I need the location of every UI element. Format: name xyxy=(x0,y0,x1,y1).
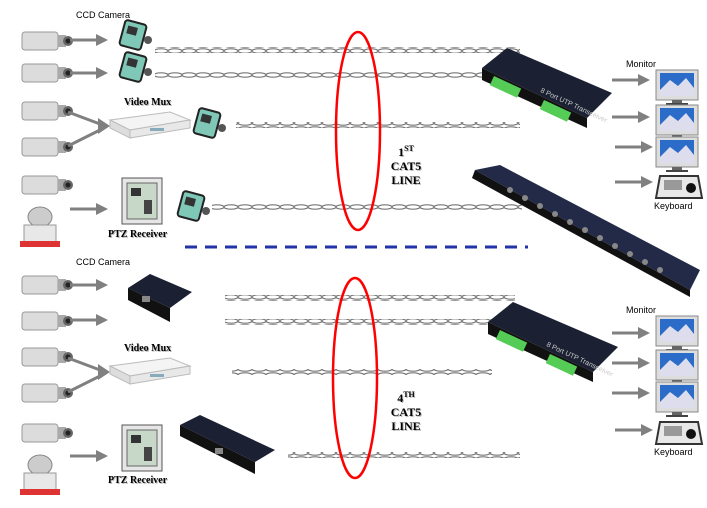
arrow-head xyxy=(98,118,110,134)
ptz-receiver-label: PTZ Receiver xyxy=(108,475,168,486)
ccd-camera-label: CCD Camera xyxy=(76,257,131,267)
ptz-receiver-icon xyxy=(121,177,163,225)
cat5-highlight-ellipse xyxy=(331,276,379,480)
monitor-icon xyxy=(655,69,699,106)
arrow-icon xyxy=(68,312,110,328)
ccd-camera-label: CCD Camera xyxy=(76,10,131,20)
arrow-icon xyxy=(68,201,110,217)
keyboard-label: Keyboard xyxy=(654,201,693,211)
video-mux-icon xyxy=(109,111,191,139)
arrow-icon xyxy=(68,65,110,81)
arrow-icon xyxy=(613,174,655,190)
ptz-receiver-icon xyxy=(121,424,163,472)
ccd-camera-icon xyxy=(21,175,74,195)
arrow-icon xyxy=(610,72,652,88)
arrow-line xyxy=(67,374,101,394)
ptz-receiver-label: PTZ Receiver xyxy=(108,229,168,240)
top-cameras xyxy=(19,31,74,248)
video-mux-label: Video Mux xyxy=(124,343,172,354)
monitor-icon xyxy=(655,104,699,141)
monitor-icon xyxy=(655,381,699,418)
monitor-icon xyxy=(655,349,699,386)
rack-transceiver-icon xyxy=(472,165,700,297)
arrow-head xyxy=(98,364,110,380)
monitor-icon xyxy=(655,136,699,173)
arrow-icon xyxy=(610,325,652,341)
ccd-camera-icon xyxy=(21,31,74,51)
passive-hub-icon xyxy=(180,415,275,474)
arrow-icon xyxy=(68,448,110,464)
keyboard-icon xyxy=(655,421,703,445)
monitor-icon xyxy=(655,315,699,352)
line-name: CAT5 xyxy=(390,159,422,173)
keyboard-label: Keyboard xyxy=(654,447,693,457)
twisted-pair-line xyxy=(225,295,515,301)
twisted-pair-line xyxy=(232,369,492,375)
monitor-label: Monitor xyxy=(626,59,657,69)
line-ordinal: 1 xyxy=(398,145,405,159)
ptz-dome-camera-icon xyxy=(19,454,61,496)
arrow-icon xyxy=(613,139,655,155)
cat5-highlight-ellipse xyxy=(334,30,382,232)
cat5-line-label: 1ST CAT5 LINE xyxy=(388,142,424,187)
twisted-pair-line xyxy=(155,47,520,53)
ptz-dome-camera-icon xyxy=(19,206,61,248)
video-mux-icon xyxy=(109,357,191,385)
ccd-camera-icon xyxy=(21,137,74,157)
ccd-camera-icon xyxy=(21,423,74,443)
ccd-camera-icon xyxy=(21,275,74,295)
monitor-label: Monitor xyxy=(626,305,657,315)
twisted-pair-line xyxy=(288,452,520,458)
video-balun-icon xyxy=(118,50,153,84)
arrow-icon xyxy=(610,109,652,125)
arrow-icon xyxy=(68,32,110,48)
arrow-icon xyxy=(613,422,655,438)
line-word: LINE xyxy=(391,419,421,433)
video-mux-label: Video Mux xyxy=(124,97,172,108)
twisted-pair-line xyxy=(225,319,515,325)
cat5-line-label: 4TH CAT5 LINE xyxy=(388,388,424,433)
arrow-line xyxy=(67,110,101,126)
ccd-camera-icon xyxy=(21,383,74,403)
line-word: LINE xyxy=(391,173,421,187)
twisted-pair-line xyxy=(236,122,520,128)
ccd-camera-icon xyxy=(21,63,74,83)
ccd-camera-icon xyxy=(21,347,74,367)
line-ordinal-suffix: ST xyxy=(404,144,414,153)
line-name: CAT5 xyxy=(390,405,422,419)
ccd-camera-icon xyxy=(21,101,74,121)
keyboard-icon xyxy=(655,175,703,199)
video-balun-icon xyxy=(118,18,153,52)
ccd-camera-icon xyxy=(21,311,74,331)
video-balun-icon xyxy=(176,189,211,223)
arrow-line xyxy=(67,128,101,148)
arrow-line xyxy=(67,356,101,372)
bottom-cameras xyxy=(19,275,74,496)
arrow-icon xyxy=(610,385,652,401)
arrow-icon xyxy=(68,277,110,293)
twisted-pair-line xyxy=(155,72,500,78)
passive-hub-icon xyxy=(128,274,192,322)
video-balun-icon xyxy=(192,106,227,140)
line-ordinal: 4 xyxy=(397,391,404,405)
line-ordinal-suffix: TH xyxy=(403,390,415,399)
arrow-icon xyxy=(610,355,652,371)
twisted-pair-line xyxy=(212,204,522,210)
